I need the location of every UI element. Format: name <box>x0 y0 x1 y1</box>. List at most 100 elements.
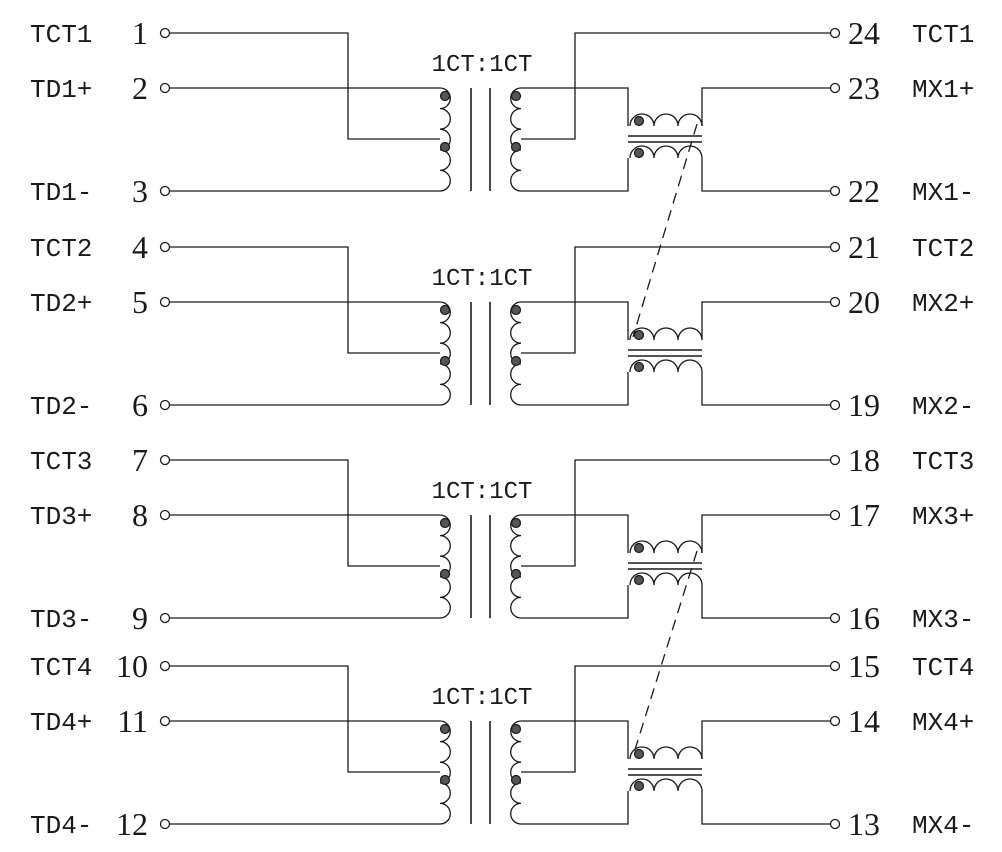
primary-winding <box>439 87 451 192</box>
pin-name-right: TCT1 <box>912 20 974 50</box>
terminal-right <box>829 818 841 830</box>
polarity-dot <box>439 517 451 529</box>
wire <box>701 301 831 340</box>
primary-winding <box>439 301 451 406</box>
terminal-right <box>829 185 841 197</box>
dashed-coupling-line <box>632 123 698 338</box>
wire <box>701 720 831 759</box>
terminal-left <box>159 660 171 672</box>
pin-name-left: TCT3 <box>30 447 92 477</box>
polarity-dot <box>439 355 451 367</box>
polarity-dot <box>439 141 451 153</box>
pin-name-left: TCT2 <box>30 234 92 264</box>
primary-winding <box>439 720 451 825</box>
transformer-ratio-label: 1CT:1CT <box>432 52 533 79</box>
primary-winding <box>439 514 451 619</box>
pin-number-left: 11 <box>117 703 148 739</box>
pin-name-left: TD1+ <box>30 75 92 105</box>
pin-number-right: 17 <box>848 497 880 533</box>
pin-number-right: 23 <box>848 70 880 106</box>
pin-name-left: TD2+ <box>30 289 92 319</box>
polarity-dot <box>439 568 451 580</box>
pin-number-left: 4 <box>132 229 148 265</box>
choke-winding-upper <box>629 113 703 127</box>
transformer-ratio-label: 1CT:1CT <box>432 479 533 506</box>
wire <box>701 514 831 553</box>
polarity-dot <box>510 723 522 735</box>
wire <box>521 585 629 619</box>
pin-number-left: 3 <box>132 173 148 209</box>
transformer-ratio-label: 1CT:1CT <box>432 266 533 293</box>
pin-number-right: 15 <box>848 648 880 684</box>
terminal-right <box>829 715 841 727</box>
wire <box>521 720 629 759</box>
pin-number-right: 19 <box>848 387 880 423</box>
pin-name-left: TD4+ <box>30 708 92 738</box>
terminal-right <box>829 660 841 672</box>
pin-number-right: 22 <box>848 173 880 209</box>
polarity-dot <box>510 774 522 786</box>
pin-number-left: 8 <box>132 497 148 533</box>
polarity-dot <box>439 723 451 735</box>
wire <box>169 459 440 567</box>
terminal-right <box>829 296 841 308</box>
terminal-left <box>159 185 171 197</box>
wire <box>701 158 831 192</box>
pin-name-right: MX2+ <box>912 289 974 319</box>
pin-name-left: TD4- <box>30 811 92 841</box>
wire <box>701 791 831 825</box>
pin-number-right: 14 <box>848 703 880 739</box>
choke-winding-upper <box>629 327 703 341</box>
terminal-left <box>159 241 171 253</box>
pin-number-right: 24 <box>848 15 880 51</box>
pin-number-left: 12 <box>116 806 148 842</box>
polarity-dot <box>633 147 645 159</box>
pin-name-right: TCT4 <box>912 653 974 683</box>
wire <box>521 158 629 192</box>
wire <box>521 514 629 553</box>
polarity-dot <box>633 361 645 373</box>
pin-name-right: MX3+ <box>912 502 974 532</box>
polarity-dot <box>510 517 522 529</box>
pin-name-left: TD3+ <box>30 502 92 532</box>
pin-name-left: TD2- <box>30 392 92 422</box>
transformer-ratio-label: 1CT:1CT <box>432 685 533 712</box>
terminal-right <box>829 509 841 521</box>
polarity-dot <box>510 141 522 153</box>
secondary-winding <box>510 514 522 619</box>
pin-number-right: 18 <box>848 442 880 478</box>
wire <box>521 87 629 126</box>
pin-name-right: MX1+ <box>912 75 974 105</box>
pin-number-left: 10 <box>116 648 148 684</box>
wire <box>701 585 831 619</box>
choke-winding-lower <box>629 359 703 373</box>
choke-winding-upper <box>629 540 703 554</box>
polarity-dot <box>510 568 522 580</box>
pin-name-left: TD3- <box>30 605 92 635</box>
polarity-dot <box>633 780 645 792</box>
secondary-winding <box>510 301 522 406</box>
terminal-right <box>829 399 841 411</box>
terminal-left <box>159 612 171 624</box>
pin-name-left: TD1- <box>30 178 92 208</box>
pin-number-right: 20 <box>848 284 880 320</box>
wire <box>169 32 440 140</box>
terminal-right <box>829 454 841 466</box>
pin-name-left: TCT1 <box>30 20 92 50</box>
choke-winding-lower <box>629 778 703 792</box>
polarity-dot <box>439 304 451 316</box>
pin-name-right: MX4- <box>912 811 974 841</box>
pin-number-left: 1 <box>132 15 148 51</box>
wire <box>521 301 629 340</box>
terminal-right <box>829 241 841 253</box>
terminal-right <box>829 612 841 624</box>
pin-number-left: 5 <box>132 284 148 320</box>
terminal-left <box>159 399 171 411</box>
polarity-dot <box>633 574 645 586</box>
pin-name-right: MX4+ <box>912 708 974 738</box>
pin-name-right: MX3- <box>912 605 974 635</box>
